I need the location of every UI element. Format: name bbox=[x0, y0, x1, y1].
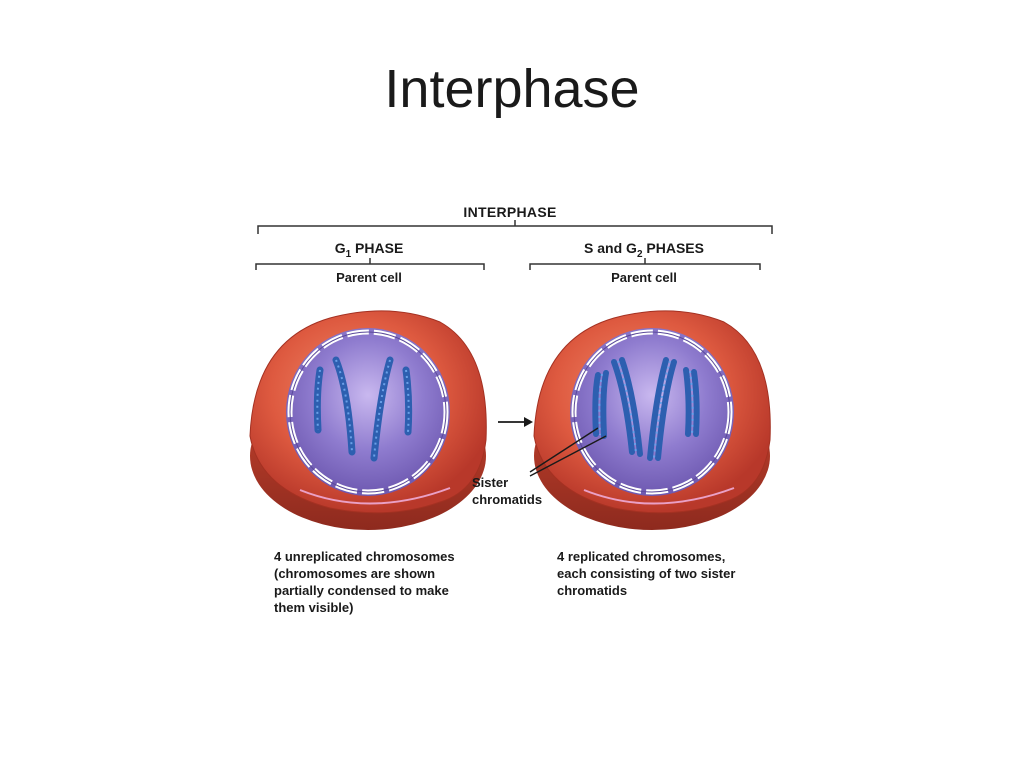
right-caption: 4 replicated chromosomes, each consistin… bbox=[557, 549, 736, 598]
diagram-graphics bbox=[249, 220, 773, 530]
right-cell bbox=[529, 310, 771, 530]
g1-bracket bbox=[255, 258, 485, 270]
left-cell bbox=[249, 310, 487, 530]
interphase-bracket bbox=[257, 220, 773, 234]
g1-phase-header: G1 PHASE bbox=[334, 240, 404, 260]
slide-title: Interphase bbox=[384, 59, 640, 119]
left-caption: 4 unreplicated chromosomes (chromosomes … bbox=[274, 549, 455, 615]
sg2-bracket bbox=[529, 258, 761, 270]
interphase-diagram: INTERPHASE G1 PHASE S and G2 PHASES Pare… bbox=[240, 190, 800, 630]
s-g2-phase-header: S and G2 PHASES bbox=[584, 240, 704, 260]
interphase-header: INTERPHASE bbox=[463, 204, 557, 220]
sister-chromatids-label: Sister chromatids bbox=[472, 475, 543, 507]
transition-arrow bbox=[498, 417, 533, 427]
right-parent-cell-label: Parent cell bbox=[611, 270, 677, 285]
left-parent-cell-label: Parent cell bbox=[336, 270, 402, 285]
